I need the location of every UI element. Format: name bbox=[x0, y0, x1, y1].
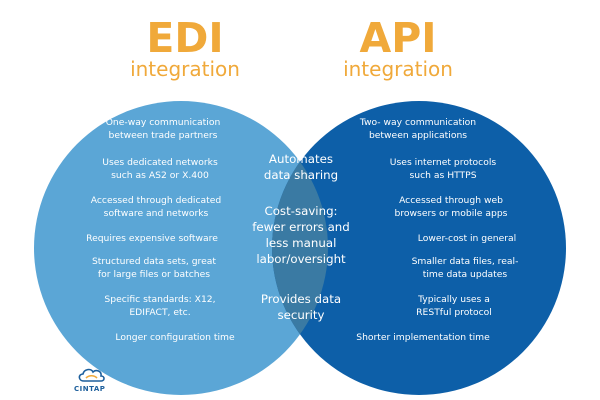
edi-item: Longer configuration time bbox=[115, 332, 235, 343]
edi-item: Specific standards: X12, EDIFACT, etc. bbox=[104, 294, 216, 318]
api-circle bbox=[272, 101, 566, 395]
api-item: Shorter implementation time bbox=[356, 332, 490, 343]
edi-item: Accessed through dedicated software and … bbox=[90, 195, 222, 219]
edi-subtitle: integration bbox=[130, 57, 240, 81]
api-item: Typically uses a RESTful protocol bbox=[416, 294, 492, 318]
edi-item: Structured data sets, great for large fi… bbox=[91, 256, 217, 280]
cintap-logo: CINTAP bbox=[72, 366, 112, 396]
edi-title: EDI bbox=[146, 14, 224, 62]
edi-item: Uses dedicated networks such as AS2 or X… bbox=[102, 157, 218, 181]
api-item: Uses internet protocols such as HTTPS bbox=[389, 157, 497, 181]
edi-item: Requires expensive software bbox=[86, 233, 218, 244]
logo-text: CINTAP bbox=[74, 385, 106, 393]
shared-item: Provides data security bbox=[260, 292, 342, 322]
edi-circle bbox=[34, 101, 328, 395]
api-item: Accessed through web browsers or mobile … bbox=[394, 195, 508, 219]
api-item: Two- way communication between applicati… bbox=[359, 117, 477, 141]
api-title: API bbox=[359, 14, 437, 62]
api-item: Smaller data files, real- time data upda… bbox=[411, 256, 519, 280]
cloud-icon bbox=[78, 368, 105, 382]
edi-item: One-way communication between trade part… bbox=[105, 117, 221, 141]
shared-item: Automates data sharing bbox=[263, 152, 339, 182]
api-subtitle: integration bbox=[343, 57, 453, 81]
api-item: Lower-cost in general bbox=[417, 233, 517, 244]
shared-item: Cost-saving: fewer errors and less manua… bbox=[252, 204, 350, 266]
